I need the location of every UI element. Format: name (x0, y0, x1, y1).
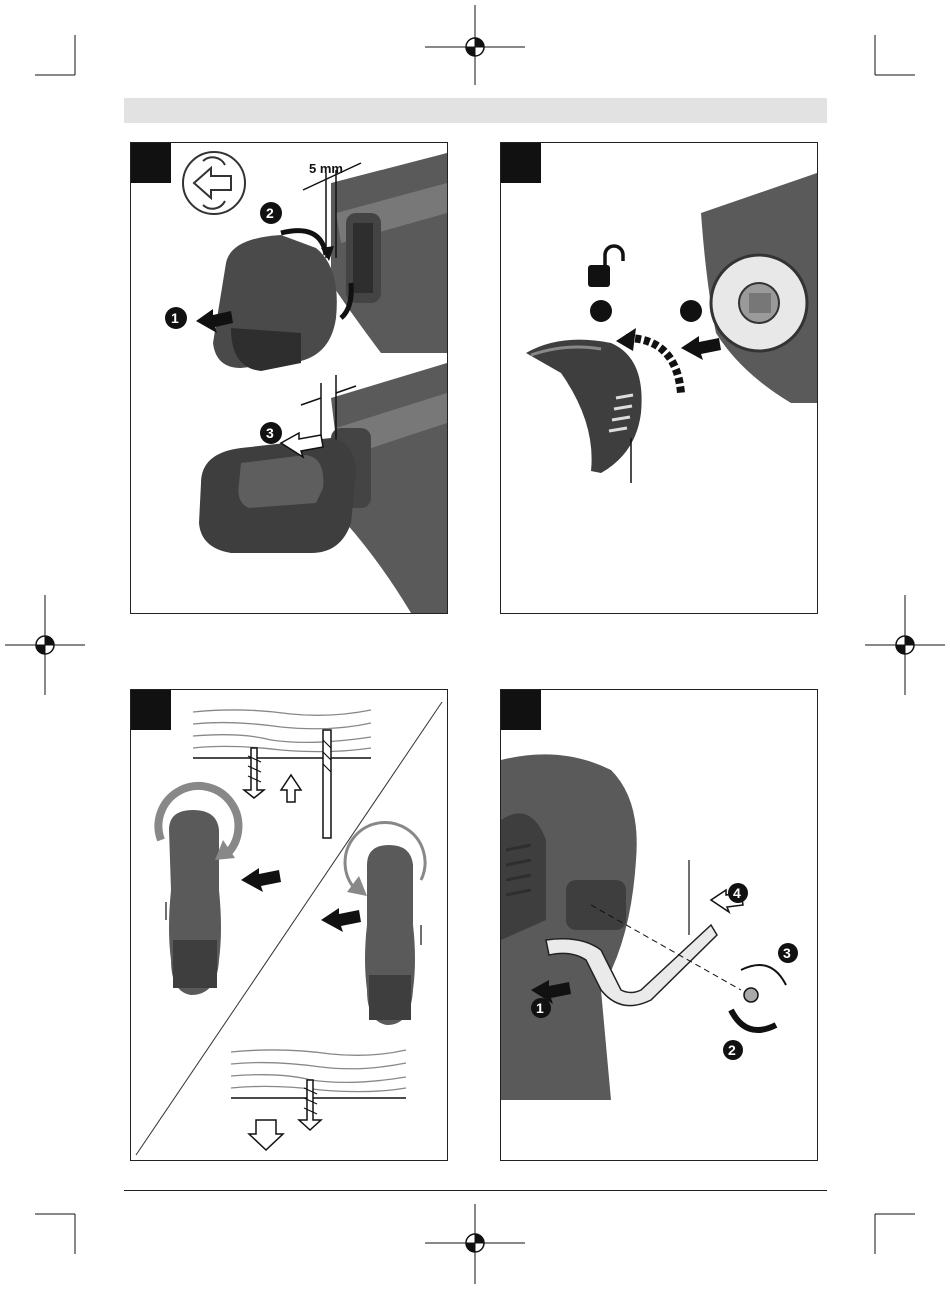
rotation-direction-icon (183, 152, 245, 214)
svg-text:3: 3 (783, 945, 791, 961)
unlock-padlock-icon (588, 246, 623, 287)
step-3-badge: 3 (260, 422, 282, 444)
footer-rule (124, 1190, 827, 1191)
panel-d: 1 2 3 4 (500, 689, 818, 1161)
svg-text:4: 4 (733, 885, 741, 901)
svg-text:3: 3 (266, 425, 274, 441)
svg-text:1: 1 (536, 1000, 544, 1016)
down-arrow-icon (249, 1120, 283, 1150)
push-arrow-icon (681, 336, 721, 360)
panel-a: 5 mm 2 1 (130, 142, 448, 614)
drill-bit-icon (323, 730, 331, 838)
panel-b (500, 142, 818, 614)
screw-icon (744, 988, 758, 1002)
dimension-label: 5 mm (309, 161, 343, 176)
step-4-badge: 4 (728, 883, 748, 903)
panel-c (130, 689, 448, 1161)
step-3-badge: 3 (778, 943, 798, 963)
panel-d-illustration: 1 2 3 4 (501, 690, 817, 1160)
wood-block-bottom (231, 1050, 406, 1092)
header-bar (124, 98, 827, 123)
panel-a-illustration: 5 mm 2 1 (131, 143, 447, 613)
svg-text:2: 2 (728, 1042, 736, 1058)
step-marker-left (590, 300, 612, 322)
screw-icon (244, 748, 264, 798)
svg-text:2: 2 (266, 205, 274, 221)
step-1-badge: 1 (531, 998, 551, 1018)
wood-block-top (193, 710, 371, 752)
up-arrow-icon (281, 775, 301, 802)
step-2-badge: 2 (260, 202, 282, 224)
step-marker-right (680, 300, 702, 322)
step-1-badge: 1 (165, 307, 187, 329)
panel-b-illustration (501, 143, 817, 613)
svg-text:1: 1 (171, 310, 179, 326)
step-2-badge: 2 (723, 1040, 743, 1060)
panel-c-illustration (131, 690, 447, 1160)
